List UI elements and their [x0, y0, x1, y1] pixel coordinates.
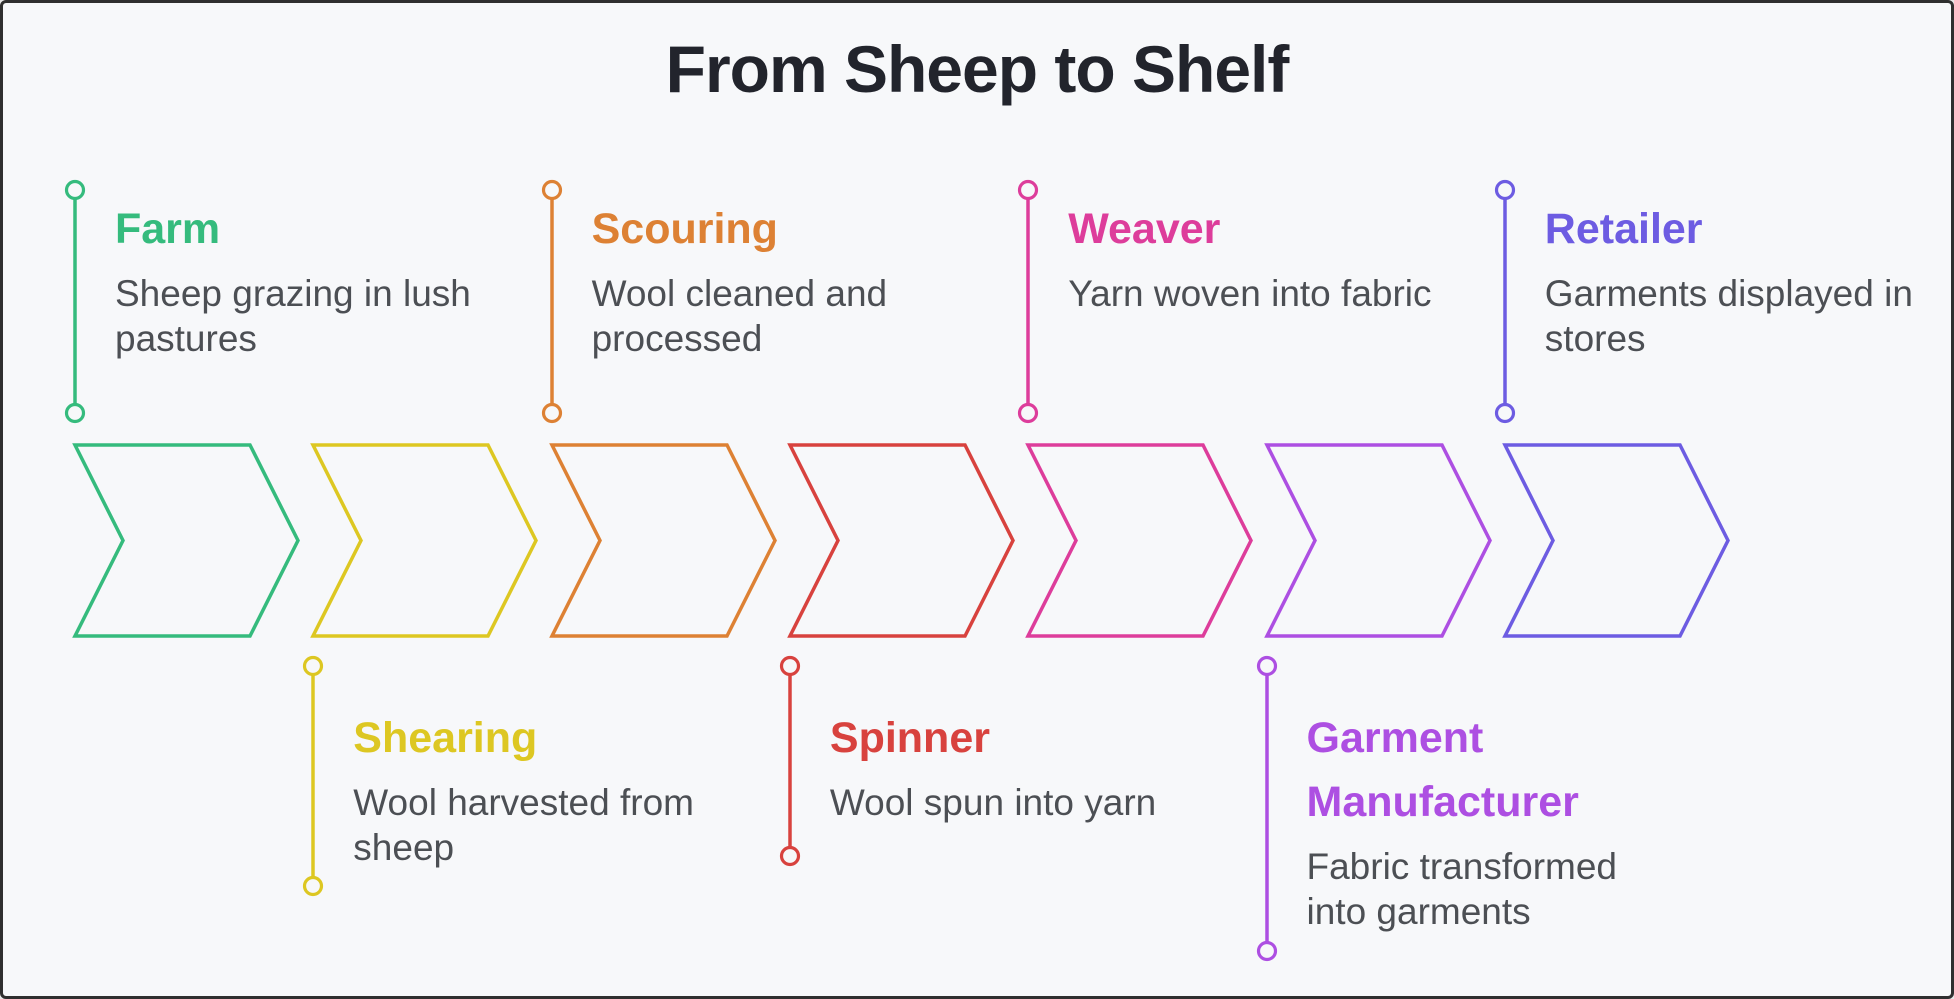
timeline-connector [1256, 655, 1277, 962]
timeline-connector [1494, 179, 1515, 424]
stage-description: Yarn woven into fabric [1068, 273, 1432, 314]
stage-description: Wool spun into yarn [829, 782, 1157, 823]
stage-title: Spinner [829, 714, 990, 762]
stage-text: Scouring Wool cleaned and processed [592, 197, 972, 361]
connector-dot-bottom [303, 875, 324, 897]
chevron-arrow [310, 442, 539, 638]
diagram-title: From Sheep to Shelf [665, 32, 1290, 106]
timeline-connector [1018, 179, 1039, 424]
chevron-arrow [1263, 442, 1492, 638]
stage-description: Wool cleaned and processed [591, 273, 888, 359]
connector-dot-bottom [1256, 940, 1277, 962]
connector-dot-top [541, 179, 562, 201]
chevron-arrow [787, 442, 1015, 638]
stage-description: Wool harvested from sheep [353, 782, 694, 868]
chevron-arrow [1025, 442, 1254, 638]
connector-dot-bottom [779, 845, 800, 867]
connector-dot-bottom [1494, 402, 1515, 424]
stage-title: Scouring [591, 205, 778, 253]
timeline-connector [541, 179, 562, 424]
stage-title: Shearing [353, 714, 538, 762]
chevron-arrow [1501, 442, 1730, 638]
stage-text: Weaver Yarn woven into fabric [1068, 197, 1448, 316]
connector-dot-top [303, 655, 324, 677]
chevron-arrow [72, 442, 300, 638]
connector-dot-top [64, 179, 86, 201]
stage-text: Garment Manufacturer Fabric transformed … [1307, 706, 1687, 934]
stage-text: Farm Sheep grazing in lush pastures [115, 197, 495, 361]
stage-description: Sheep grazing in lush pastures [115, 273, 471, 359]
connector-dot-top [1494, 179, 1515, 201]
connector-dot-top [779, 655, 800, 677]
connector-dot-bottom [1018, 402, 1039, 424]
stage-text: Shearing Wool harvested from sheep [353, 706, 733, 870]
timeline-connector [303, 655, 324, 897]
timeline-connector [64, 179, 86, 424]
stage-title: Weaver [1068, 205, 1221, 253]
connector-dot-bottom [541, 402, 562, 424]
stage-description: Fabric transformed into garments [1306, 846, 1618, 932]
stage-text: Spinner Wool spun into yarn [830, 706, 1210, 825]
stage-title: Retailer [1544, 205, 1703, 253]
connector-dot-top [1018, 179, 1039, 201]
connector-dot-top [1256, 655, 1277, 677]
connector-dot-bottom [64, 402, 86, 424]
timeline-connector [779, 655, 800, 867]
chevron-arrow [548, 442, 777, 638]
stage-title: Garment Manufacturer [1306, 714, 1579, 826]
stage-title: Farm [115, 205, 221, 253]
stage-text: Retailer Garments displayed in stores [1545, 197, 1925, 361]
stage-description: Garments displayed in stores [1544, 273, 1913, 359]
